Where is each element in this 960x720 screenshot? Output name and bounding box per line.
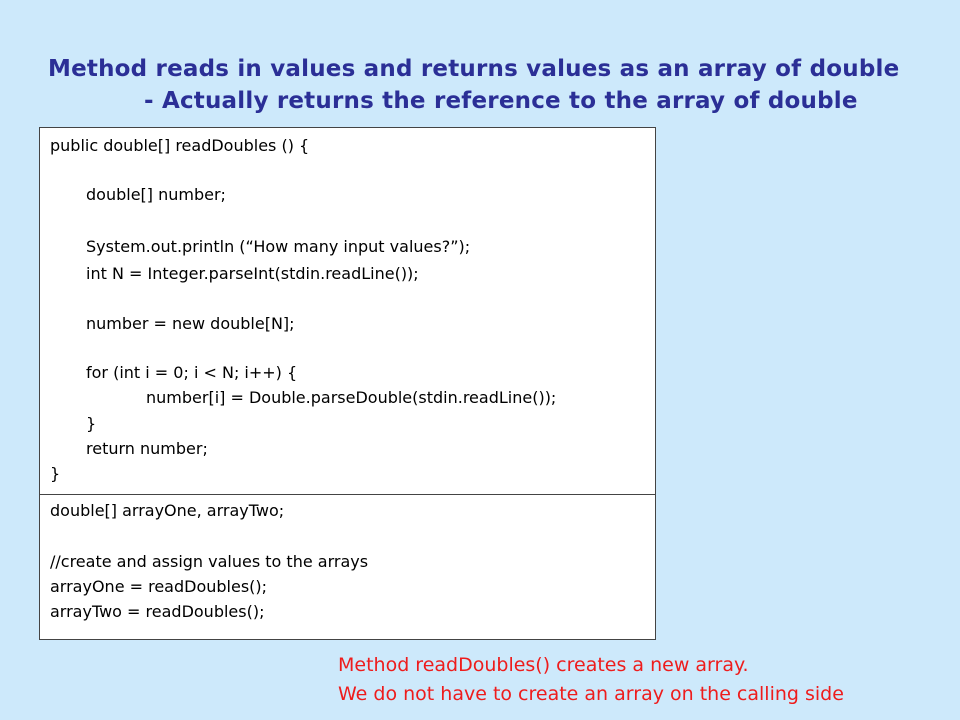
code-line-method-close: } — [50, 464, 61, 483]
code-line-assign-array-two: arrayTwo = readDoubles(); — [50, 602, 265, 621]
code-line-println: System.out.println (“How many input valu… — [86, 237, 471, 256]
slide-title-line-2: - Actually returns the reference to the … — [144, 88, 858, 114]
code-line-return: return number; — [86, 439, 208, 458]
note-line-1: Method readDoubles() creates a new array… — [338, 654, 749, 676]
slide-title-line-1: Method reads in values and returns value… — [48, 56, 900, 82]
code-line-method-signature: public double[] readDoubles () { — [50, 136, 310, 155]
code-line-new-array: number = new double[N]; — [86, 314, 295, 333]
code-line-comment: //create and assign values to the arrays — [50, 552, 369, 571]
method-code-box: public double[] readDoubles () { double[… — [39, 127, 656, 495]
code-line-assign-array-one: arrayOne = readDoubles(); — [50, 577, 268, 596]
note-line-2: We do not have to create an array on the… — [338, 683, 844, 705]
code-line-loop-close: } — [86, 414, 97, 433]
caller-code-box: double[] arrayOne, arrayTwo; //create an… — [39, 494, 656, 640]
code-line-parse-n: int N = Integer.parseInt(stdin.readLine(… — [86, 264, 419, 283]
code-line-declare-number: double[] number; — [86, 185, 226, 204]
code-line-for-loop: for (int i = 0; i < N; i++) { — [86, 363, 298, 382]
code-line-declare-arrays: double[] arrayOne, arrayTwo; — [50, 501, 285, 520]
code-line-loop-body: number[i] = Double.parseDouble(stdin.rea… — [146, 388, 557, 407]
